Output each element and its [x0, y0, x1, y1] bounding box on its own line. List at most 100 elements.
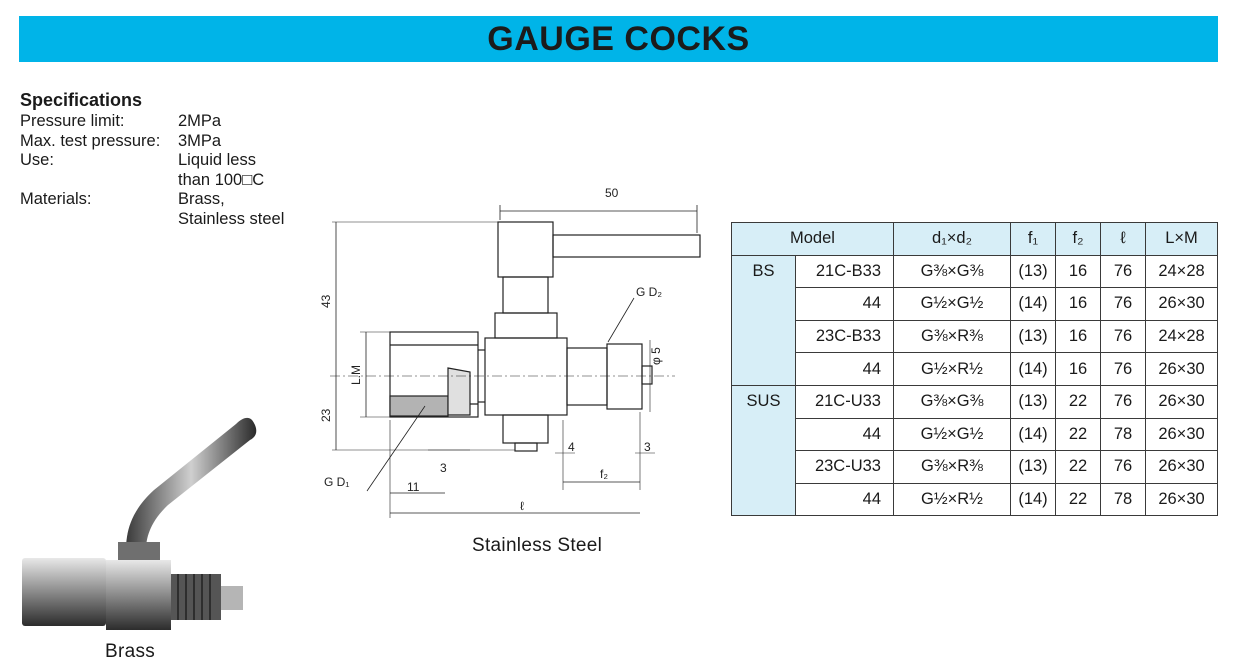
d-cell: G½×G½	[893, 417, 1011, 452]
spec-value: 3MPa	[178, 131, 222, 150]
header-f2: f₂	[1055, 222, 1101, 256]
table-row: 44 G½×G½ (14) 16 76 26×30	[732, 287, 1218, 321]
lm-cell: 26×30	[1145, 450, 1218, 484]
f2-cell: 22	[1055, 450, 1101, 484]
l-cell: 78	[1100, 482, 1146, 517]
model-table: Model d₁×d₂ f₁ f₂ ℓ L×M BS 21C-B33 G⅜×G⅜…	[731, 222, 1218, 517]
d-cell: G⅜×R⅜	[893, 319, 1011, 354]
brass-gauge-cock-photo	[22, 417, 257, 630]
table-row: 44 G½×G½ (14) 22 78 26×30	[732, 417, 1218, 452]
ell-label: ℓ	[520, 499, 524, 513]
header-f1: f₁	[1010, 222, 1056, 256]
technical-drawing: 50 43 23 L.M G D₂ φ 5 G D₁ 3 11 4 3 f₂	[319, 186, 701, 518]
dim-43-label: 43	[319, 294, 333, 308]
spec-row: Use: Liquid less than 100□C	[20, 151, 284, 190]
spec-key: Pressure limit:	[20, 112, 125, 130]
model-cell: 44	[795, 417, 894, 452]
model-cell: 23C-U33	[795, 450, 894, 484]
spec-value: Liquid less than 100□C	[178, 151, 265, 189]
dim-4-label: 4	[568, 440, 575, 454]
model-cell: 44	[795, 352, 894, 386]
f1-cell: (14)	[1010, 352, 1056, 386]
l-cell: 76	[1100, 450, 1146, 484]
specifications-heading: Specifications	[20, 90, 143, 110]
table-row: 23C-B33 G⅜×R⅜ (13) 16 76 24×28	[732, 319, 1218, 354]
header-l: ℓ	[1100, 222, 1146, 256]
table-row: SUS 21C-U33 G⅜×G⅜ (13) 22 76 26×30	[731, 384, 1218, 517]
f1-cell: (14)	[1010, 287, 1056, 321]
spec-row: Pressure limit: 2MPa	[20, 112, 284, 132]
dim-lm-label: L.M	[349, 365, 363, 385]
d-cell: G⅜×G⅜	[893, 254, 1011, 289]
header-lm: L×M	[1145, 222, 1218, 256]
spec-key: Materials:	[20, 190, 92, 208]
l-cell: 76	[1100, 254, 1146, 289]
lm-cell: 24×28	[1145, 254, 1218, 289]
f2-cell: 16	[1055, 287, 1101, 321]
f2-cell: 22	[1055, 482, 1101, 517]
material-bs: BS	[731, 254, 796, 386]
header-d: d₁×d₂	[893, 222, 1011, 256]
lm-cell: 26×30	[1145, 352, 1218, 386]
model-cell: 44	[795, 287, 894, 321]
d-cell: G⅜×G⅜	[893, 384, 1011, 419]
title-banner: GAUGE COCKS	[19, 16, 1218, 62]
lm-cell: 26×30	[1145, 384, 1218, 419]
dim-11-label: 11	[407, 480, 420, 494]
dim-50-label: 50	[605, 186, 619, 200]
l-cell: 76	[1100, 352, 1146, 386]
table-row: 44 G½×R½ (14) 16 76 26×30	[732, 352, 1218, 386]
model-cell: 44	[795, 482, 894, 517]
stainless-steel-caption: Stainless Steel	[472, 535, 603, 556]
drawing-right-fitting	[566, 347, 608, 406]
brass-caption: Brass	[105, 641, 156, 662]
table-header-row: Model d₁×d₂ f₁ f₂ ℓ L×M	[731, 222, 1218, 256]
drawing-tube	[552, 234, 701, 258]
f2-cell: 22	[1055, 417, 1101, 452]
f2-cell: 16	[1055, 352, 1101, 386]
f1-cell: (13)	[1010, 384, 1056, 419]
f2-cell: 22	[1055, 384, 1101, 419]
spec-value: Brass, Stainless steel	[178, 190, 285, 228]
spec-row: Max. test pressure: 3MPa	[20, 132, 284, 152]
l-cell: 76	[1100, 384, 1146, 419]
table-row: 44 G½×R½ (14) 22 78 26×30	[732, 482, 1218, 517]
gd2-label: G D₂	[636, 285, 662, 299]
f2-cell: 16	[1055, 254, 1101, 289]
material-sus: SUS	[731, 384, 796, 517]
lm-cell: 26×30	[1145, 287, 1218, 321]
phi5-label: φ 5	[649, 347, 663, 365]
l-cell: 76	[1100, 287, 1146, 321]
dim-3b-label: 3	[644, 440, 651, 454]
drawing-stem	[502, 276, 549, 314]
spec-value: 2MPa	[178, 112, 222, 130]
table-row: 23C-U33 G⅜×R⅜ (13) 22 76 26×30	[732, 450, 1218, 484]
f1-cell: (14)	[1010, 417, 1056, 452]
drawing-left-nut	[389, 331, 479, 418]
lm-cell: 26×30	[1145, 417, 1218, 452]
spec-row: Materials: Brass, Stainless steel	[20, 190, 284, 229]
l-cell: 76	[1100, 319, 1146, 354]
dim-3a-label: 3	[440, 461, 447, 475]
f1-cell: (14)	[1010, 482, 1056, 517]
drawing-body	[484, 337, 568, 416]
f1-cell: (13)	[1010, 254, 1056, 289]
specifications-block: Specifications Pressure limit: 2MPa Max.…	[20, 89, 284, 229]
d-cell: G½×R½	[893, 482, 1011, 517]
header-model: Model	[731, 222, 894, 256]
model-cell: 23C-B33	[795, 319, 894, 354]
f2-label: f₂	[600, 467, 608, 481]
d-cell: G½×G½	[893, 287, 1011, 321]
f2-cell: 16	[1055, 319, 1101, 354]
lm-cell: 26×30	[1145, 482, 1218, 517]
l-cell: 78	[1100, 417, 1146, 452]
spec-key: Use:	[20, 151, 54, 169]
d-cell: G⅜×R⅜	[893, 450, 1011, 484]
dim-23-label: 23	[319, 408, 333, 422]
table-row: BS 21C-B33 G⅜×G⅜ (13) 16 76 24×28	[731, 254, 1218, 386]
drawing-elbow	[497, 221, 554, 278]
model-cell: 21C-U33	[795, 384, 894, 419]
f1-cell: (13)	[1010, 450, 1056, 484]
gd1-label: G D₁	[324, 475, 349, 489]
f1-cell: (13)	[1010, 319, 1056, 354]
